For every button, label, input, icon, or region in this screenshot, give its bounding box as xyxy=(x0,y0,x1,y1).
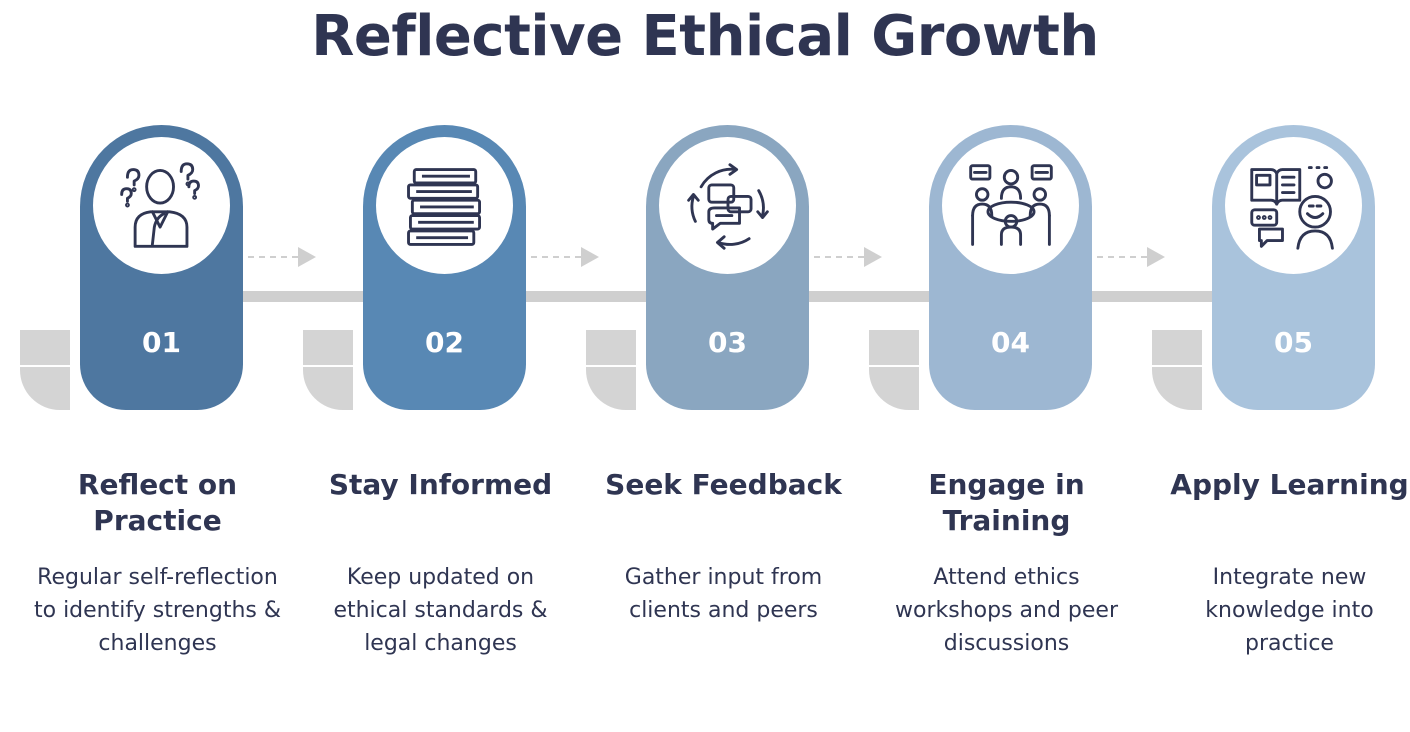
book-stack-icon xyxy=(376,137,513,274)
curl-tab xyxy=(869,330,919,410)
step-heading: Engage in Training xyxy=(928,468,1085,537)
curl-tab xyxy=(20,330,70,410)
step-1: 01 Reflect on Practice Regular self-refl… xyxy=(0,0,281,656)
curl-tab xyxy=(586,330,636,410)
step-description: Regular self-reflection to identify stre… xyxy=(33,565,282,656)
connector-arrow-1 xyxy=(248,247,318,267)
step-heading: Stay Informed xyxy=(328,468,553,501)
connector-arrow-2 xyxy=(531,247,601,267)
step-heading: Seek Feedback xyxy=(605,468,842,501)
step-number: 03 xyxy=(708,326,747,359)
group-discussion-icon xyxy=(942,137,1079,274)
step-number: 04 xyxy=(991,326,1030,359)
step-description: Gather input from clients and peers xyxy=(624,565,823,623)
connector-arrow-4 xyxy=(1097,247,1167,267)
step-5: 05 Apply Learning Integrate new knowledg… xyxy=(1132,0,1409,656)
page-title: Reflective Ethical Growth xyxy=(311,4,1099,69)
feedback-cycle-icon xyxy=(659,137,796,274)
step-4: 04 Engage in Training Attend ethics work… xyxy=(849,0,1118,656)
step-number: 01 xyxy=(142,326,181,359)
connector-arrow-3 xyxy=(814,247,884,267)
step-number: 05 xyxy=(1274,326,1313,359)
curl-tab xyxy=(1152,330,1202,410)
curl-tab xyxy=(303,330,353,410)
step-description: Attend ethics workshops and peer discuss… xyxy=(895,565,1118,656)
learning-mind-icon xyxy=(1225,137,1362,274)
step-2: 02 Stay Informed Keep updated on ethical… xyxy=(283,0,552,656)
step-description: Integrate new knowledge into practice xyxy=(1205,565,1374,656)
step-description: Keep updated on ethical standards & lega… xyxy=(333,565,548,656)
thinking-person-icon xyxy=(93,137,230,274)
step-number: 02 xyxy=(425,326,464,359)
step-3: 03 Seek Feedback Gather input from clien… xyxy=(566,0,842,623)
step-heading: Reflect on Practice xyxy=(77,468,238,537)
step-heading: Apply Learning xyxy=(1170,468,1409,501)
